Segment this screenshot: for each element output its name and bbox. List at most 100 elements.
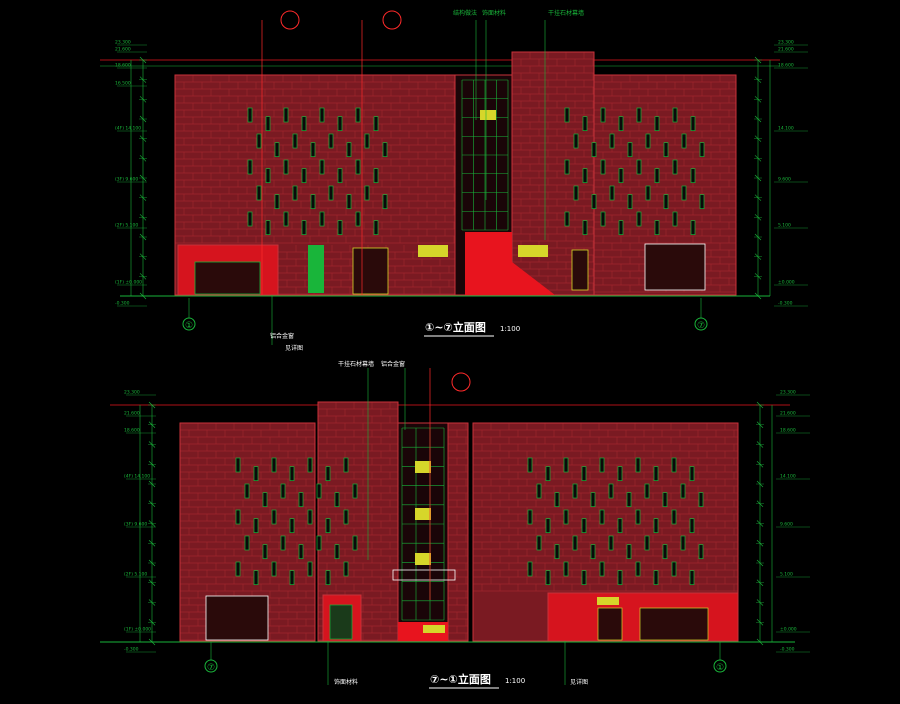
slot-window: [627, 142, 633, 158]
callout-text-5: 见详图: [285, 344, 303, 352]
slot-window: [262, 492, 268, 508]
slot-window: [307, 561, 313, 577]
slot-window: [527, 561, 533, 577]
level-text: 16.500: [115, 81, 131, 87]
axis-label-right: ①: [716, 663, 724, 673]
slot-window: [244, 535, 250, 551]
slot-window: [654, 168, 660, 184]
slot-window: [653, 570, 659, 586]
slot-window: [355, 159, 361, 175]
slot-window: [328, 185, 334, 201]
slot-window: [681, 133, 687, 149]
level-text: 23.300: [778, 40, 794, 46]
level-text: 21.600: [780, 411, 796, 417]
slot-window: [689, 466, 695, 482]
shop-door: [597, 607, 623, 641]
slot-window: [235, 509, 241, 525]
slot-window: [618, 116, 624, 132]
slot-window: [591, 194, 597, 210]
slot-window: [301, 220, 307, 236]
level-text: 23.300: [124, 390, 140, 396]
axis-label-right: ⑦: [697, 321, 705, 331]
slot-window: [635, 509, 641, 525]
slot-window: [283, 211, 289, 227]
slot-window: [253, 466, 259, 482]
slot-window: [545, 518, 551, 534]
slot-window: [334, 492, 340, 508]
slot-window: [298, 492, 304, 508]
slot-window: [672, 107, 678, 123]
slot-window: [382, 142, 388, 158]
callout-text-4: 见详图: [570, 678, 588, 686]
slot-window: [310, 142, 316, 158]
slot-window: [319, 211, 325, 227]
slot-window: [581, 570, 587, 586]
level-text: 21.600: [124, 411, 140, 417]
slot-window: [572, 535, 578, 551]
ground-door-right: [571, 249, 589, 291]
slot-window: [564, 211, 570, 227]
curtain-wall-grid: [461, 79, 509, 231]
slot-window: [581, 466, 587, 482]
slot-window: [271, 509, 277, 525]
detail-bubble-2: [382, 10, 402, 30]
shop-window: [639, 607, 709, 641]
glazed-stair-core: [397, 422, 449, 642]
level-text: (2F) 5.100: [124, 572, 147, 578]
slot-window: [310, 194, 316, 210]
level-text: (2F) 5.100: [115, 223, 138, 229]
slot-window: [672, 159, 678, 175]
slot-window: [635, 457, 641, 473]
slot-window: [671, 509, 677, 525]
slot-window: [328, 133, 334, 149]
slot-window: [608, 535, 614, 551]
ground-door-mid: [352, 247, 389, 295]
level-text: 18.600: [778, 63, 794, 69]
slot-window: [289, 466, 295, 482]
slot-window: [627, 194, 633, 210]
slot-window: [690, 168, 696, 184]
slot-window: [654, 220, 660, 236]
level-text: (4F) 14.100: [115, 126, 141, 132]
slot-window: [663, 142, 669, 158]
slot-window: [654, 116, 660, 132]
level-text: 14.100: [778, 126, 794, 132]
window-grid: [235, 457, 704, 586]
slot-window: [671, 561, 677, 577]
ground-window-left: [205, 595, 269, 641]
ground-window-right: [644, 243, 706, 291]
slot-window: [645, 185, 651, 201]
slot-window: [617, 466, 623, 482]
slot-window: [280, 483, 286, 499]
slot-window: [599, 561, 605, 577]
slot-window: [662, 492, 668, 508]
slot-window: [373, 168, 379, 184]
slot-window: [626, 492, 632, 508]
level-text: 23.300: [780, 390, 796, 396]
slot-window: [590, 544, 596, 560]
level-text: 23.300: [115, 40, 131, 46]
slot-window: [536, 483, 542, 499]
slot-window: [292, 133, 298, 149]
slot-window: [672, 211, 678, 227]
slot-window: [554, 492, 560, 508]
slot-window: [364, 185, 370, 201]
door-green: [308, 245, 324, 293]
detail-bubble-1: [280, 10, 300, 30]
level-text: ±0.000: [778, 280, 795, 286]
slot-window: [636, 211, 642, 227]
slot-window: [253, 518, 259, 534]
callout-text-1: 结构做法: [453, 9, 477, 17]
slot-window: [247, 107, 253, 123]
slot-window: [563, 509, 569, 525]
slot-window: [316, 483, 322, 499]
slot-window: [265, 220, 271, 236]
slot-window: [636, 107, 642, 123]
level-text: -0.300: [778, 301, 793, 307]
slot-window: [289, 518, 295, 534]
slot-window: [337, 220, 343, 236]
